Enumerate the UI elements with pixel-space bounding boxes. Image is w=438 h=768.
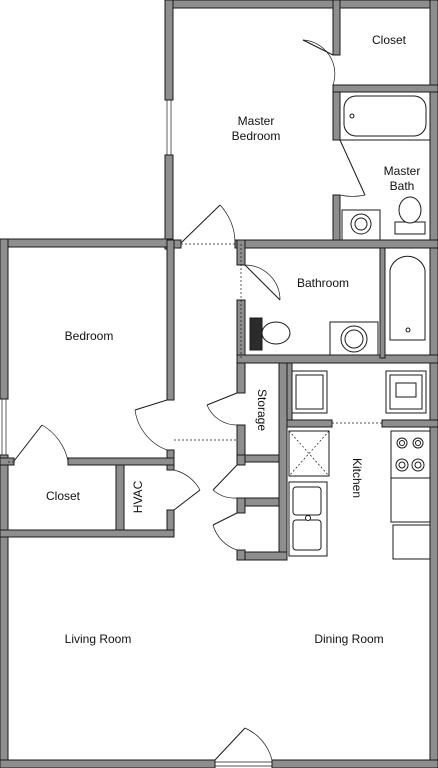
label-master-bath-line1: Master [384, 164, 421, 178]
stove-icon [390, 430, 431, 479]
master-toilet-icon [394, 196, 426, 235]
master-sink-icon [341, 209, 381, 241]
label-dining-room: Dining Room [314, 632, 383, 646]
bathtub-icon [384, 247, 431, 356]
dryer-icon [385, 370, 427, 414]
openings [8, 243, 382, 463]
fixtures [249, 91, 431, 560]
kitchen-counter-icon [390, 477, 431, 560]
label-hvac: HVAC [131, 480, 145, 513]
label-storage: Storage [255, 389, 269, 431]
label-kitchen: Kitchen [350, 458, 364, 498]
kitchen-sink-icon [288, 481, 328, 557]
doors [13, 39, 366, 761]
label-master-bedroom-line1: Master [238, 114, 275, 128]
label-closet-left: Closet [46, 489, 81, 503]
label-bathroom: Bathroom [297, 276, 349, 290]
label-living-room: Living Room [65, 632, 132, 646]
refrigerator-icon [288, 430, 330, 477]
washer-icon [291, 370, 328, 414]
room-labels: Closet Master Bedroom Master Bath Bathro… [46, 33, 420, 646]
bathroom-sink-icon [329, 321, 379, 356]
label-master-bath-line2: Bath [390, 179, 415, 193]
label-master-bedroom-line2: Bedroom [232, 129, 281, 143]
windows [1, 100, 272, 767]
toilet-icon [249, 317, 291, 351]
master-bathtub-icon [339, 91, 431, 141]
label-closet-top: Closet [372, 33, 407, 47]
label-bedroom: Bedroom [65, 329, 114, 343]
